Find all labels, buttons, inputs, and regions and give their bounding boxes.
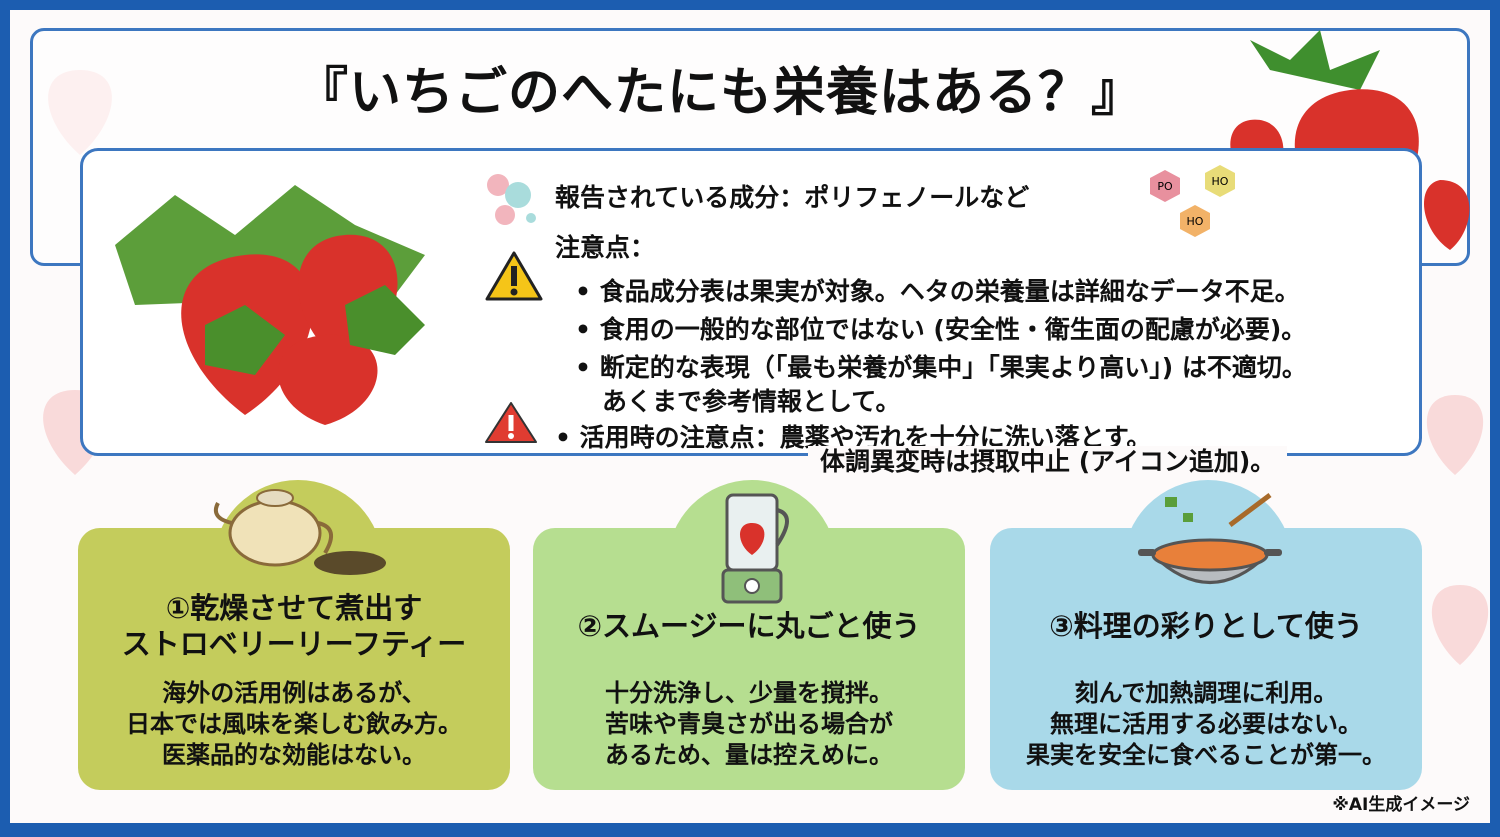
molecule-label: PO	[1157, 180, 1173, 193]
molecule-label: HO	[1212, 175, 1229, 188]
infographic: 『いちごのへたにも栄養はある？』 報告されている成分：ポリフェノールなど PO …	[10, 10, 1490, 823]
caution-item: • 食用の一般的な部位ではない (安全性・衛生面の配慮が必要)。	[575, 315, 1307, 344]
page-title: 『いちごのへたにも栄養はある？』	[295, 63, 1144, 123]
card-body-line: 医薬品的な効能はない。	[162, 741, 426, 769]
card-title: ①乾燥させて煮出す	[165, 591, 423, 625]
molecule-label: HO	[1187, 215, 1204, 228]
card-title: ②スムージーに丸ごと使う	[577, 609, 921, 643]
blender-icon	[721, 493, 789, 604]
card-body-line: 果実を安全に食べることが第一。	[1026, 741, 1386, 769]
card-title: ③料理の彩りとして使う	[1049, 609, 1363, 643]
warning-icon	[485, 251, 543, 301]
card-body-line: 海外の活用例はあるが、	[162, 679, 426, 707]
teapot-icon	[213, 489, 386, 575]
ai-generated-credit: ※AI生成イメージ	[1332, 795, 1470, 815]
cooking-pot-icon	[1138, 493, 1282, 584]
caution-item: • 食品成分表は果実が対象。ヘタの栄養量は詳細なデータ不足。	[575, 277, 1300, 306]
caution-item: あくまで参考情報として。	[602, 387, 901, 416]
background-strawberry-icon	[1426, 395, 1484, 475]
card-title: ストロベリーリーフティー	[121, 627, 467, 661]
card-body-line: あるため、量は控えめに。	[605, 741, 893, 769]
card-body-line: 無理に活用する必要はない。	[1050, 710, 1362, 738]
background-strawberry-icon	[1431, 585, 1489, 665]
molecule-icon	[487, 174, 536, 225]
card-body-line: 苦味や青臭さが出る場合が	[605, 710, 893, 738]
card-body-line: 刻んで加熱調理に利用。	[1074, 679, 1338, 707]
card-tea: ①乾燥させて煮出す ストロベリーリーフティー 海外の活用例はあるが、 日本では風…	[78, 528, 510, 790]
strawberry-cluster-icon	[115, 185, 425, 425]
polyphenol-molecule-icon: PO HO HO	[1150, 165, 1235, 237]
components-text: 報告されている成分：ポリフェノールなど	[555, 183, 1030, 212]
card-body-line: 日本では風味を楽しむ飲み方。	[126, 710, 462, 738]
caution-item: • 断定的な表現（「最も栄養が集中」「果実より高い」) は不適切。	[575, 353, 1307, 382]
usage-caution-continued: 体調異変時は摂取中止 (アイコン追加)。	[808, 446, 1288, 478]
alert-icon	[485, 402, 537, 443]
card-body-line: 十分洗浄し、少量を撹拌。	[605, 679, 893, 707]
caution-heading: 注意点：	[555, 233, 656, 262]
